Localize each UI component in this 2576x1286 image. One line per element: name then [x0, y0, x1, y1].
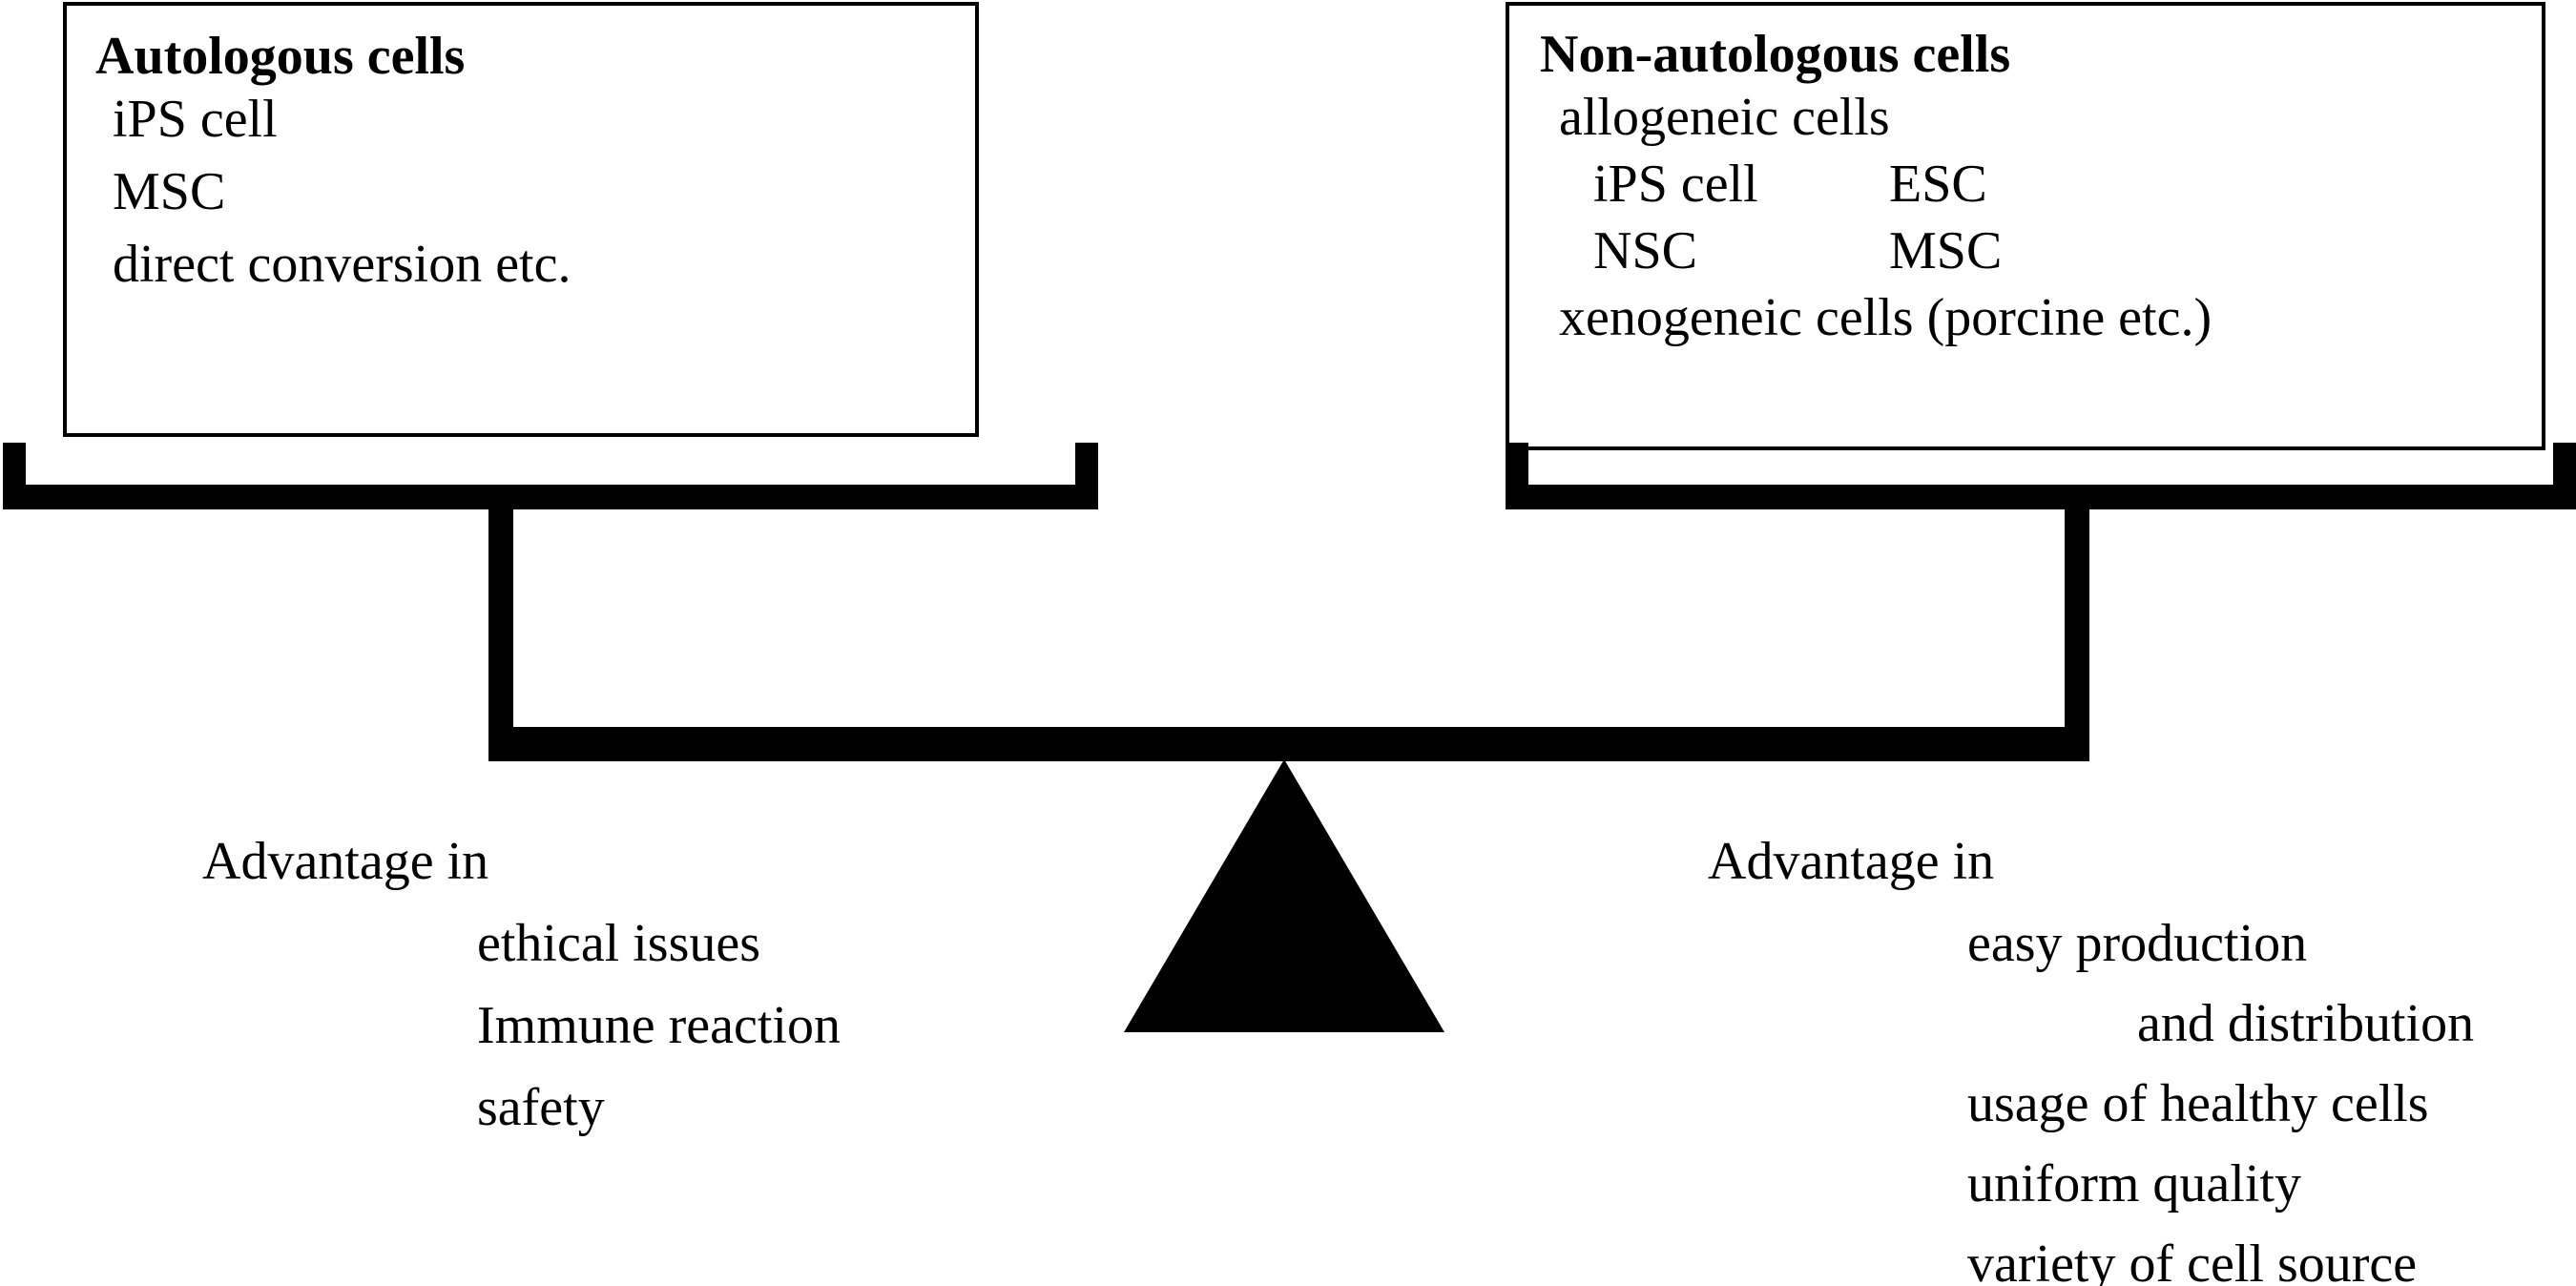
non-autologous-cells-box: Non-autologous cells allogeneic cells iP… [1506, 2, 2545, 450]
left-advantage-item-safety: safety [477, 1078, 605, 1137]
right-advantage-heading: Advantage in [1708, 832, 1995, 891]
autologous-cells-box: Autologous cells iPS cell MSC direct con… [63, 2, 979, 437]
left-hanger-post [488, 485, 513, 761]
non-autologous-box-line-allogeneic-cells: allogeneic cells [1559, 88, 1890, 147]
left-pan-right-stub [1075, 443, 1098, 488]
right-pan-right-stub [2553, 443, 2576, 488]
autologous-box-title: Autologous cells [95, 27, 466, 86]
left-advantage-item-ethical-issues: ethical issues [477, 914, 761, 973]
fulcrum-triangle-icon [1124, 759, 1444, 1032]
left-advantage-heading: Advantage in [202, 832, 489, 891]
non-autologous-box-cell-msc: MSC [1889, 221, 2003, 280]
right-pan-bar [1506, 485, 2576, 509]
left-pan-bar [3, 485, 1098, 509]
left-pan-left-stub [3, 443, 26, 488]
autologous-box-line-direct-conversion: direct conversion etc. [113, 235, 571, 294]
autologous-box-line-msc: MSC [113, 162, 226, 221]
lever-beam [488, 727, 2089, 761]
right-advantage-item-usage-of-healthy-cells: usage of healthy cells [1967, 1074, 2429, 1133]
right-advantage-item-variety-of-cell-source: variety of cell source [1967, 1234, 2418, 1286]
autologous-box-line-ips-cell: iPS cell [113, 90, 278, 149]
non-autologous-box-line-xenogeneic-cells: xenogeneic cells (porcine etc.) [1559, 288, 2212, 347]
right-hanger-post [2065, 485, 2089, 761]
non-autologous-box-title: Non-autologous cells [1540, 25, 2011, 84]
right-pan-left-stub [1506, 443, 1528, 488]
non-autologous-box-cell-esc: ESC [1889, 155, 1987, 214]
right-advantage-item-easy-production: easy production [1967, 914, 2308, 973]
non-autologous-box-cell-ips-cell: iPS cell [1593, 155, 1758, 214]
right-advantage-item-and-distribution: and distribution [2137, 994, 2475, 1053]
non-autologous-box-cell-nsc: NSC [1593, 221, 1697, 280]
left-advantage-item-immune-reaction: Immune reaction [477, 996, 841, 1055]
right-advantage-item-uniform-quality: uniform quality [1967, 1154, 2301, 1213]
